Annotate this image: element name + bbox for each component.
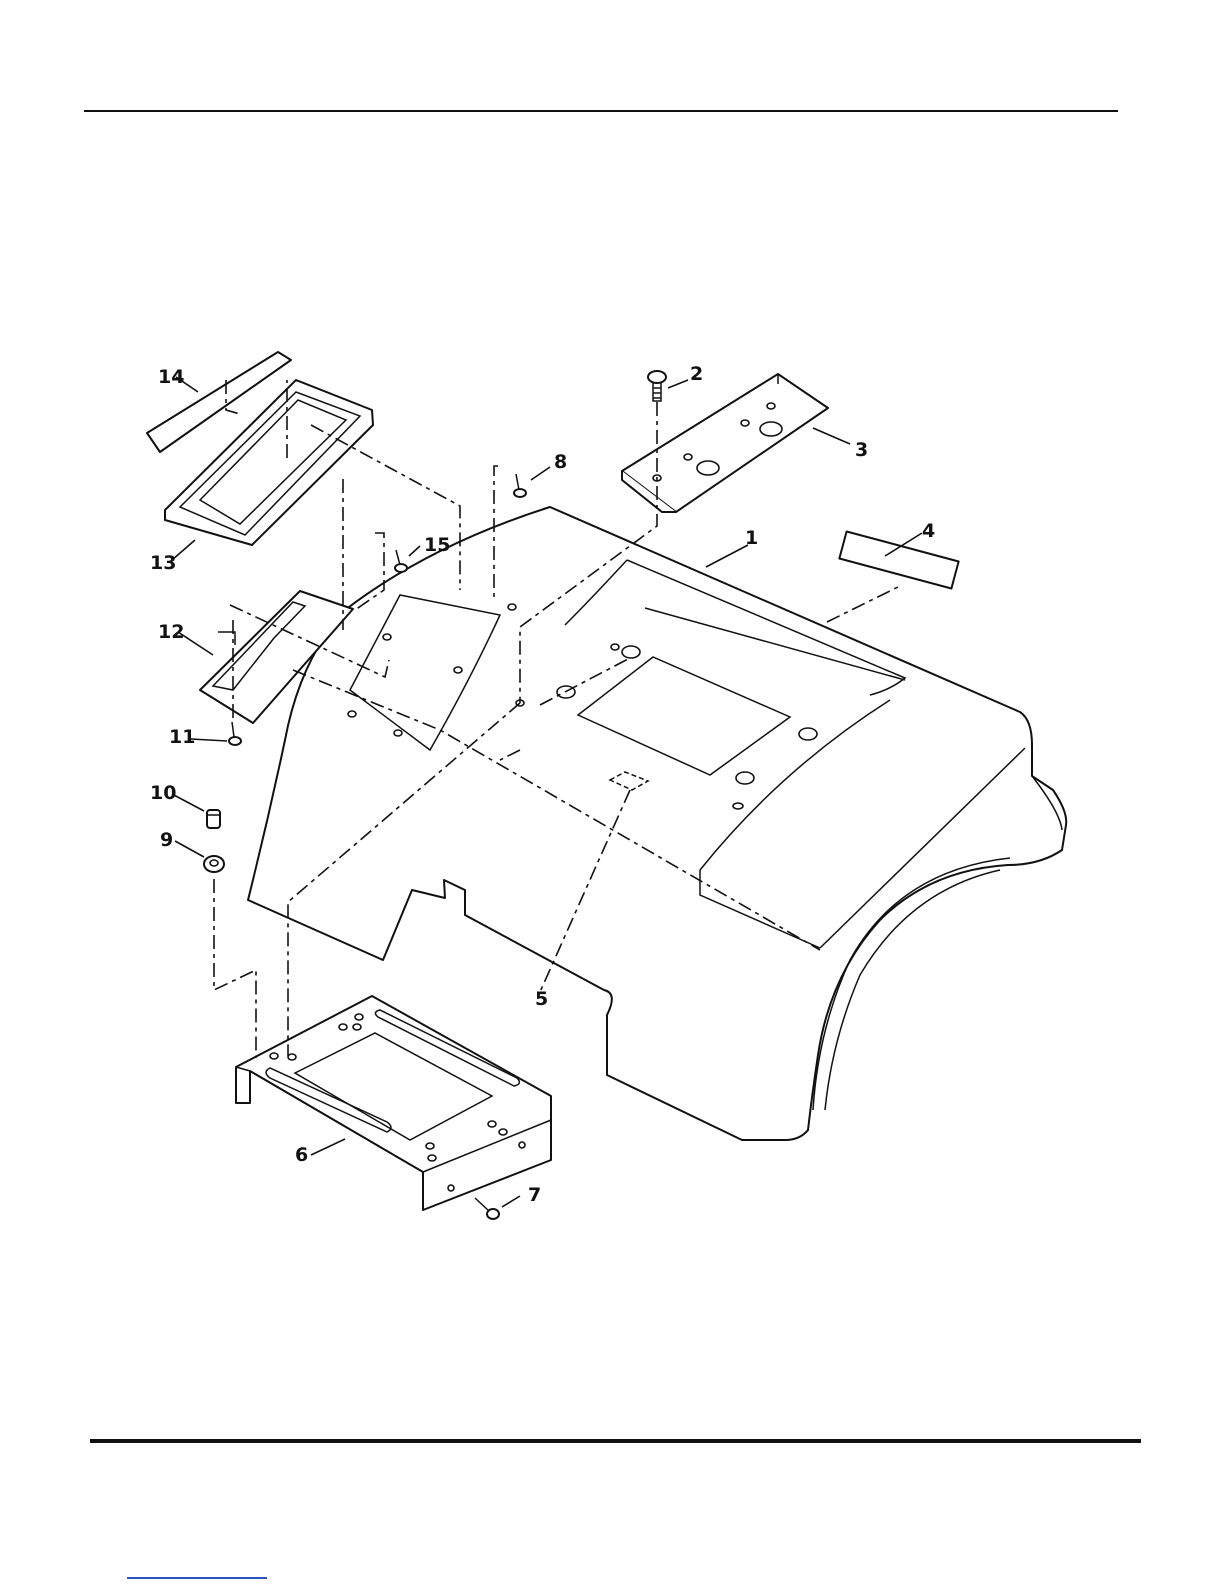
- callout-15: 15: [424, 534, 450, 556]
- callout-3: 3: [855, 439, 868, 461]
- callout-7: 7: [528, 1184, 541, 1206]
- footer-rule: [90, 1439, 1141, 1443]
- part-10-nut: [207, 810, 220, 828]
- callout-4: 4: [922, 520, 935, 542]
- part-6-frame: [236, 996, 551, 1210]
- callout-5: 5: [535, 988, 548, 1010]
- callout-1: 1: [745, 527, 758, 549]
- callout-12: 12: [158, 621, 184, 643]
- footer-link-underline[interactable]: [127, 1577, 267, 1579]
- callout-11: 11: [169, 726, 195, 748]
- part-2-bolt: [648, 371, 666, 401]
- callout-9: 9: [160, 829, 173, 851]
- part-8-screw: [514, 474, 526, 497]
- part-7-bolt: [475, 1198, 499, 1219]
- callout-14: 14: [158, 366, 184, 388]
- callout-10: 10: [150, 782, 176, 804]
- callout-8: 8: [554, 451, 567, 473]
- callout-2: 2: [690, 363, 703, 385]
- part-11-screw: [229, 722, 241, 745]
- part-15-screw: [395, 550, 407, 572]
- callout-6: 6: [295, 1144, 308, 1166]
- callout-13: 13: [150, 552, 176, 574]
- part-9-washer: [204, 856, 224, 872]
- part-4-decal: [839, 531, 958, 588]
